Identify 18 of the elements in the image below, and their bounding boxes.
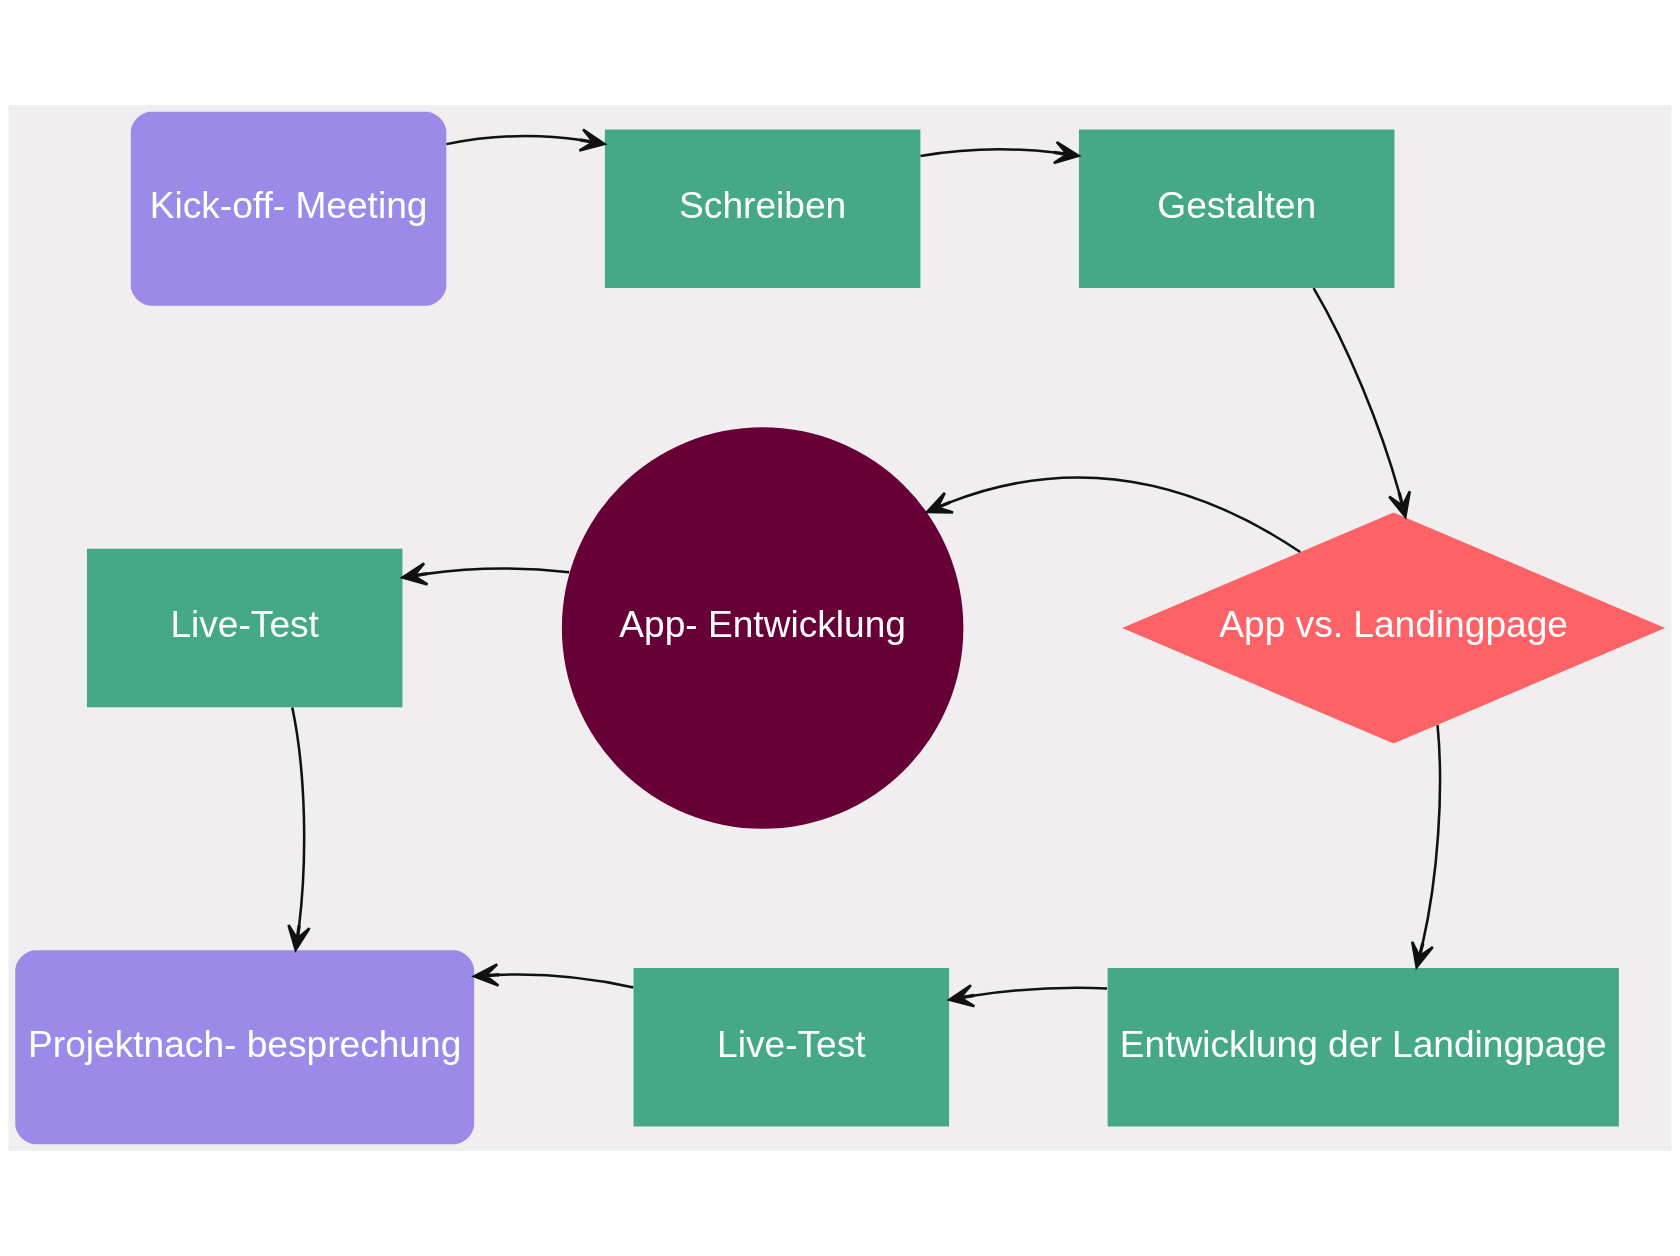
arrow bbox=[948, 984, 1108, 1008]
node-box: Schreiben bbox=[604, 129, 921, 289]
arrow bbox=[1410, 725, 1442, 969]
node-box: Gestalten bbox=[1078, 129, 1395, 289]
arrow bbox=[401, 562, 570, 586]
node-circle: App- Entwicklung bbox=[561, 427, 964, 829]
node-box: Live-Test bbox=[633, 967, 950, 1127]
arrow bbox=[920, 140, 1080, 165]
arrow bbox=[287, 707, 311, 952]
node-box: Live-Test bbox=[86, 548, 403, 708]
node-box: Entwicklung der Landingpage bbox=[1107, 967, 1619, 1127]
node-diamond: App vs. Landingpage bbox=[1122, 512, 1666, 744]
arrow bbox=[446, 128, 606, 152]
arrow bbox=[1312, 287, 1412, 519]
node-box: Kick-off- Meeting bbox=[130, 111, 447, 306]
arrow bbox=[472, 963, 634, 989]
arrow bbox=[925, 476, 1301, 554]
node-box: Projektnach- besprechung bbox=[15, 950, 475, 1145]
